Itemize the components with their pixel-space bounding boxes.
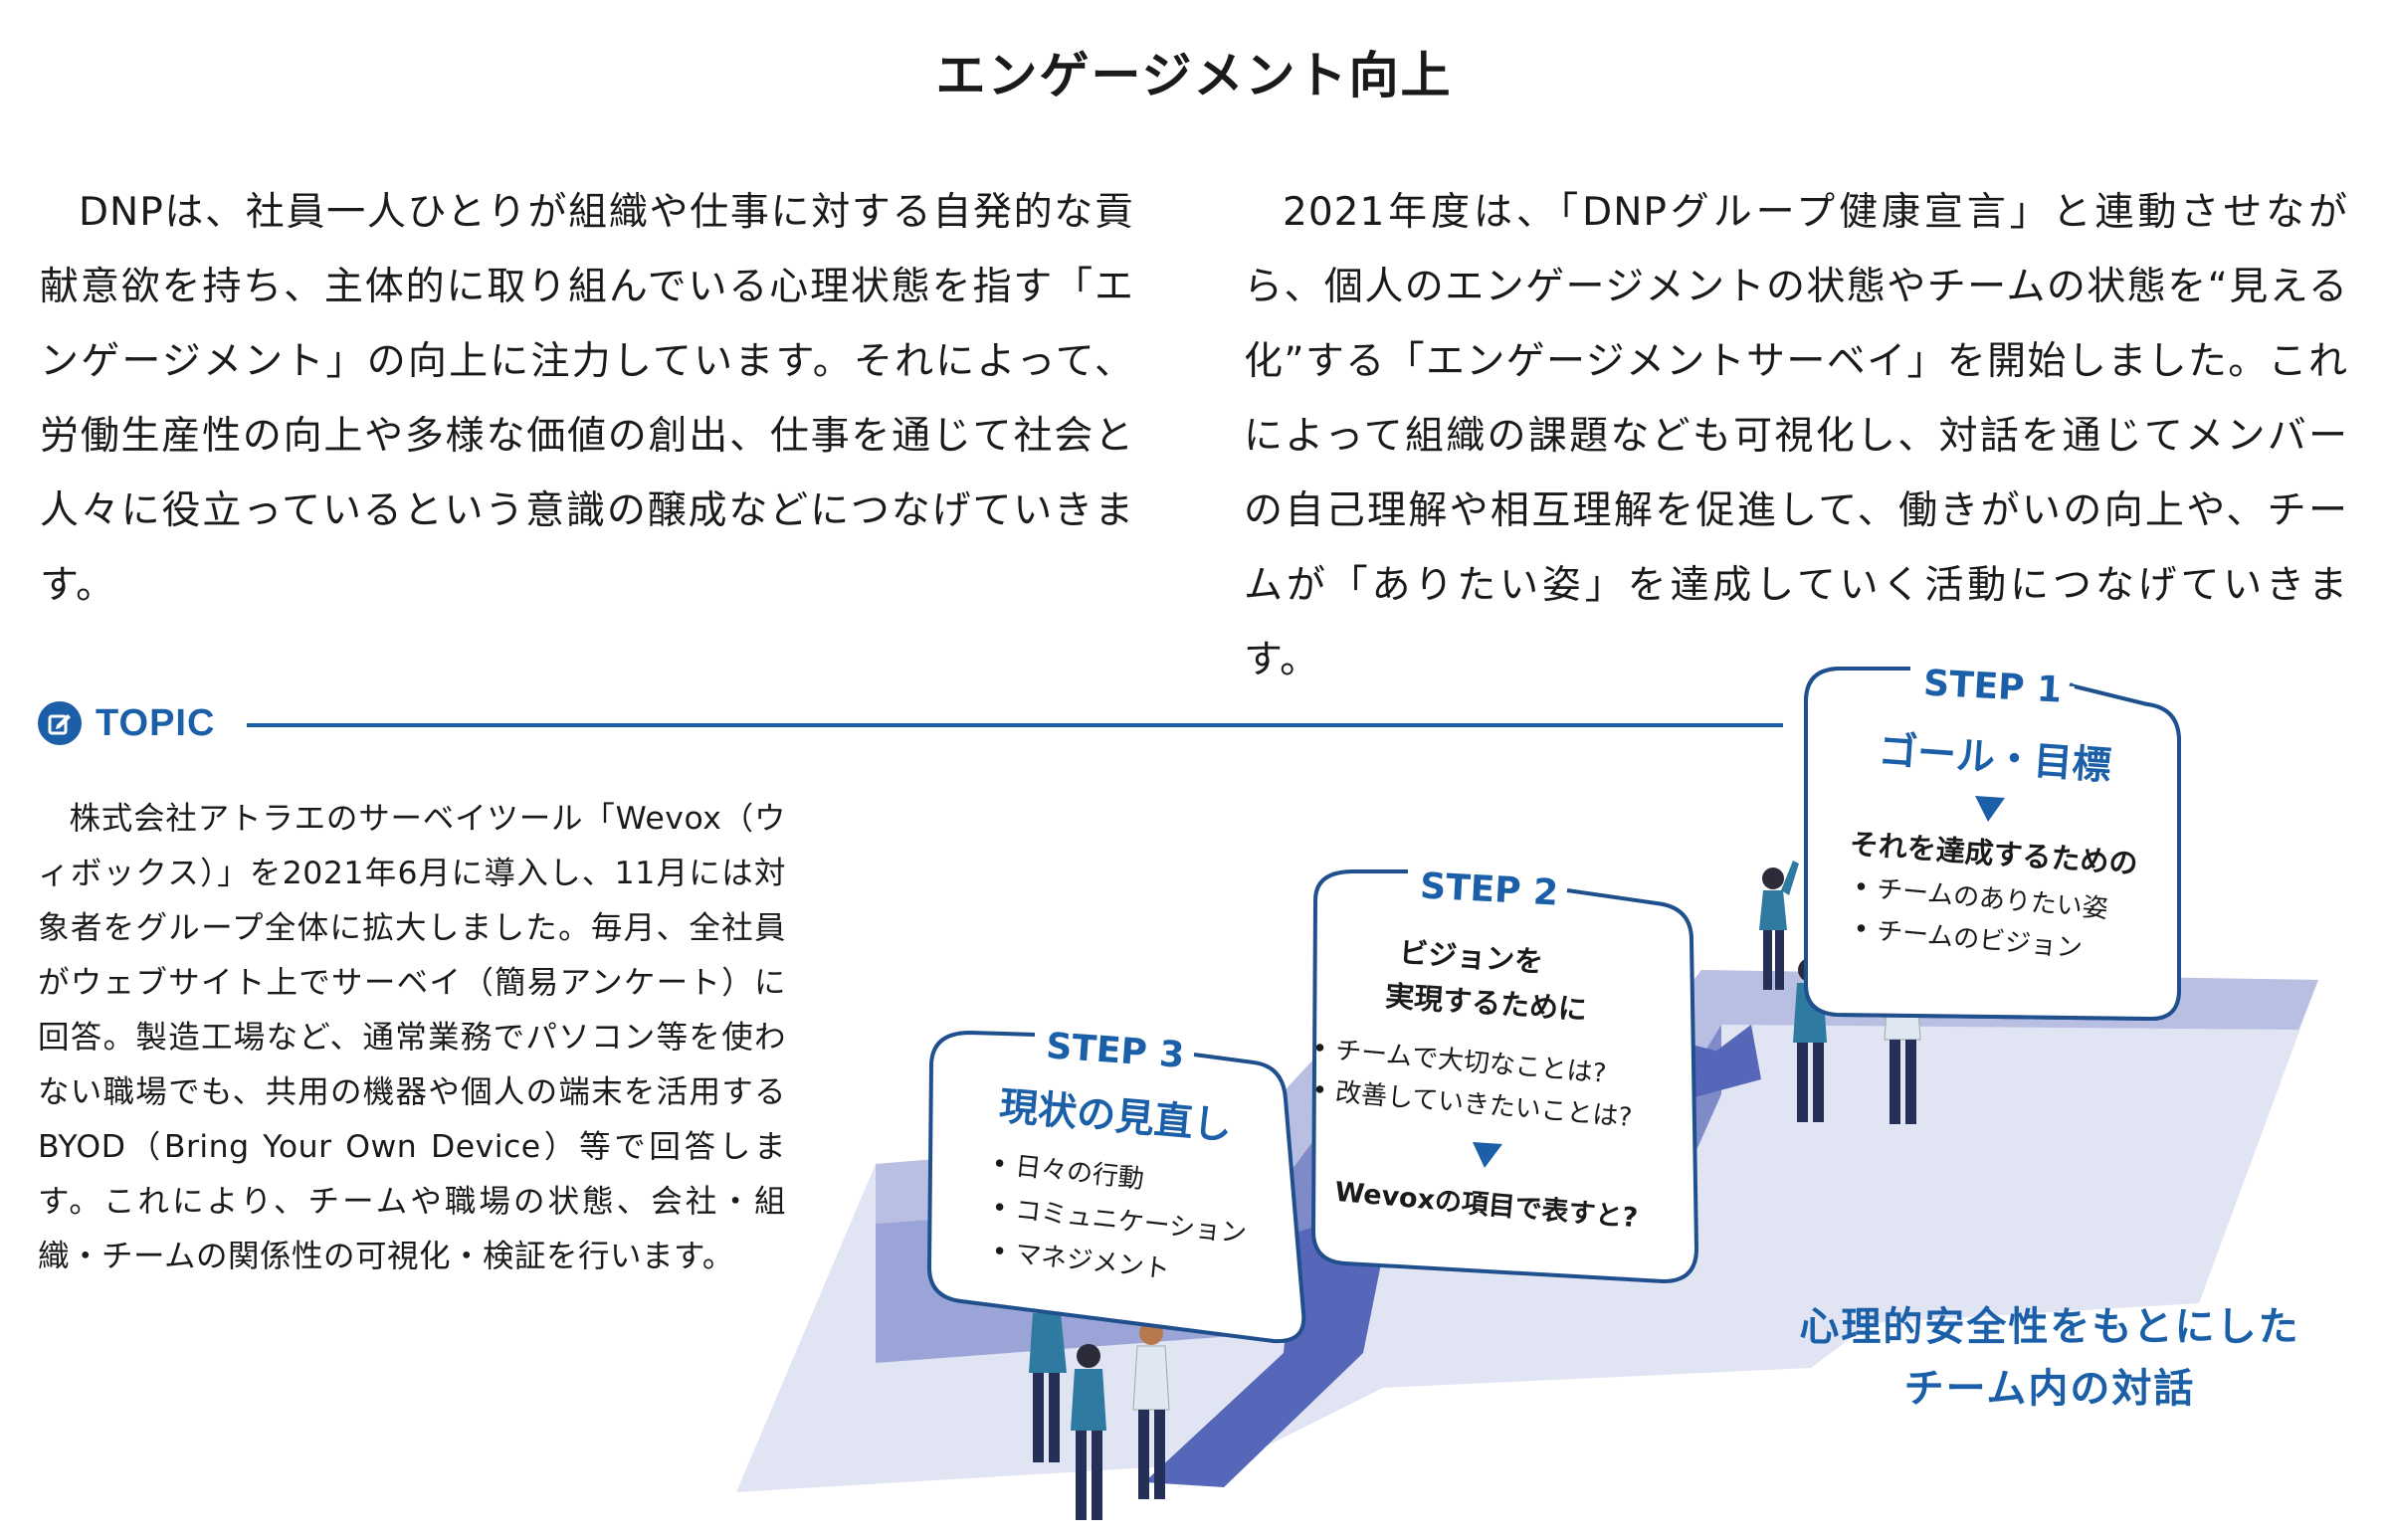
closing-caption: 心理的安全性をもとにした チーム内の対話 (1731, 1296, 2368, 1420)
step1-label: STEP 1 (1922, 663, 2063, 710)
step3-card: STEP 3 現状の見直し • 日々の行動 • コミュニケーション • マネジメ… (926, 1026, 1306, 1344)
page-title: エンゲージメント向上 (935, 47, 1453, 104)
step1-card: STEP 1 ゴール・目標 それを達成するための • チームのありたい姿 • チ… (1804, 663, 2181, 1022)
intro-right-paragraph: 2021年度は、「DNPグループ健康宣言」と連動させながら、個人のエンゲージメン… (1244, 190, 2348, 682)
closing-line-1: 心理的安全性をもとにした (1799, 1304, 2300, 1350)
topic-paragraph: 株式会社アトラエのサーベイツール「Wevox（ウィボックス）」を2021年6月に… (38, 801, 786, 1274)
intro-left-paragraph: DNPは、社員一人ひとりが組織や仕事に対する自発的な貢献意欲を持ち、主体的に取り… (40, 190, 1134, 608)
topic-label: TOPIC (96, 701, 216, 744)
step2-label: STEP 2 (1419, 866, 1559, 913)
closing-line-2: チーム内の対話 (1903, 1366, 2196, 1412)
topic-header: TOPIC (38, 699, 215, 747)
step3-label: STEP 3 (1045, 1026, 1186, 1076)
pencil-note-icon (38, 701, 82, 745)
topic-divider (247, 723, 1783, 727)
step2-card: STEP 2 ビジョンを 実現するために • チームで大切なことは? • 改善し… (1310, 866, 1699, 1284)
